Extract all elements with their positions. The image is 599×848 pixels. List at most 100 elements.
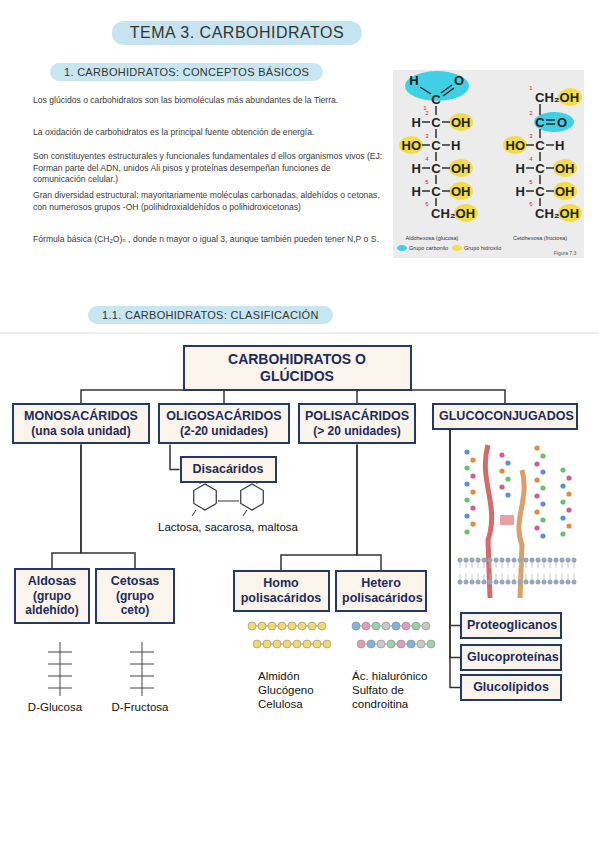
lipid-head xyxy=(530,558,535,563)
category-box: OLIGOSACÁRIDOS(2-20 unidades) xyxy=(158,403,290,444)
mini-molecules xyxy=(48,476,435,696)
bond-line xyxy=(435,152,436,161)
separator-line xyxy=(0,333,599,334)
bond-line xyxy=(435,129,436,138)
glycan-unit xyxy=(464,465,469,470)
box-heading: CARBOHIDRATOS O GLÚCIDOS xyxy=(190,351,405,385)
lipid-head xyxy=(554,558,559,563)
glycan-unit xyxy=(470,505,475,510)
sugar-ring xyxy=(241,484,264,510)
sugar-unit xyxy=(422,622,430,630)
glycan-unit xyxy=(470,489,475,494)
atom-label: H xyxy=(516,162,525,175)
lipid-head xyxy=(542,558,547,563)
box-heading: MONOSACÁRIDOS xyxy=(19,409,143,424)
glycan-unit xyxy=(499,452,504,457)
box-note: (grupo aldehído) xyxy=(21,589,83,618)
box-heading: Proteoglicanos xyxy=(467,618,555,633)
box-heading: POLISACÁRIDOS xyxy=(305,409,409,424)
sugar-unit xyxy=(382,622,390,630)
bond-line xyxy=(546,190,554,191)
lipid-head xyxy=(536,580,541,585)
type-box: Proteoglicanos xyxy=(460,612,562,639)
legend-swatch xyxy=(452,245,462,251)
box-heading: Cetosas xyxy=(102,574,168,589)
tree-connector xyxy=(297,390,357,403)
box-note: (2-20 unidades) xyxy=(165,424,283,438)
glycan-unit xyxy=(540,501,545,506)
box-note: (grupo ceto) xyxy=(102,589,168,618)
carbon-number: 3 xyxy=(425,133,428,139)
bond-line xyxy=(422,190,430,191)
root-box: CARBOHIDRATOS O GLÚCIDOS xyxy=(183,345,412,391)
atom-label: C xyxy=(535,162,544,175)
bond-lines xyxy=(420,85,555,206)
lipid-head xyxy=(506,558,511,563)
carbon-number: 5 xyxy=(425,179,428,185)
section-band: 1.1. CARBOHIDRATOS: CLASIFICACIÓN xyxy=(88,306,333,324)
tree-connector xyxy=(450,430,460,626)
bond-line xyxy=(539,104,540,115)
lipid-head xyxy=(542,580,547,585)
carbon-number: 4 xyxy=(425,156,428,162)
lipid-head xyxy=(554,580,559,585)
glycan-unit xyxy=(505,492,510,497)
atom-label: H xyxy=(555,139,564,152)
box-heading: Glucolípidos xyxy=(467,680,555,695)
lipid-head xyxy=(488,580,493,585)
lipid-head xyxy=(566,558,571,563)
fischer-bond xyxy=(130,664,154,665)
lipid-head xyxy=(524,558,529,563)
glycan-unit xyxy=(540,453,545,458)
type-box: Homo polisacáridos xyxy=(233,570,330,612)
figure-caption: Aldohexosa (glucosa) xyxy=(406,235,459,242)
box-heading: 1. CARBOHIDRATOS: CONCEPTOS BÁSICOS xyxy=(64,66,309,78)
glycan-unit xyxy=(560,499,565,504)
sugar-unit xyxy=(392,622,400,630)
glycan-unit xyxy=(464,529,469,534)
atom-label: CH₂OH xyxy=(535,207,579,220)
glycan-unit xyxy=(534,461,539,466)
tree-connector xyxy=(357,444,381,570)
glucose-unit xyxy=(303,640,311,648)
sugar-unit xyxy=(362,622,370,630)
glycan-unit xyxy=(534,477,539,482)
bond-line xyxy=(441,85,452,93)
legend-swatch xyxy=(397,245,407,251)
lipid-head xyxy=(518,558,523,563)
type-box: Glucoproteínas xyxy=(460,644,562,671)
atom-label: OH xyxy=(555,162,575,175)
lipid-head xyxy=(482,580,487,585)
glucose-unit xyxy=(268,622,276,630)
glycan-unit xyxy=(534,509,539,514)
glucose-unit xyxy=(278,622,286,630)
glycan-unit xyxy=(560,467,565,472)
glycan-unit xyxy=(534,525,539,530)
atom-label: CH₂OH xyxy=(535,91,579,104)
glycan-unit xyxy=(505,460,510,465)
glycan-unit xyxy=(534,445,539,450)
hydroxyl-highlight xyxy=(553,182,577,200)
lipid-head xyxy=(476,558,481,563)
atom-label: C xyxy=(431,93,440,106)
carbon-number: 3 xyxy=(529,133,532,139)
lipid-head xyxy=(512,580,517,585)
category-box: POLISACÁRIDOS(> 20 unidades) xyxy=(298,403,416,444)
bond-line xyxy=(422,121,430,122)
hydroxyl-highlight xyxy=(449,182,473,200)
bond-line xyxy=(526,167,534,168)
glycan-unit xyxy=(505,476,510,481)
tree-connector xyxy=(297,390,505,403)
glucose-unit xyxy=(273,640,281,648)
atom-label: H xyxy=(409,74,418,87)
bond-line xyxy=(546,119,555,120)
tree-connector xyxy=(450,430,460,688)
bond-line xyxy=(539,198,540,206)
lipid-head xyxy=(518,580,523,585)
lipid-head xyxy=(464,580,469,585)
atom-label: C xyxy=(431,139,440,152)
hydroxyl-highlight xyxy=(449,159,473,177)
bond-line xyxy=(422,167,430,168)
lipid-head xyxy=(494,580,499,585)
tree-connector xyxy=(224,390,297,403)
